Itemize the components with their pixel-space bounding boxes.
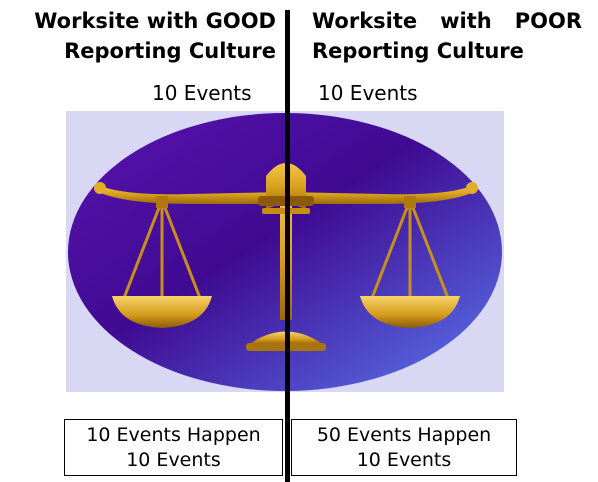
center-divider xyxy=(285,10,290,482)
poor-result-box: 50 Events Happen 10 Events xyxy=(291,419,517,476)
poor-reported-count: 10 Events xyxy=(318,81,418,105)
poor-heading-line1: Worksite with POOR xyxy=(312,9,582,33)
good-result-box: 10 Events Happen 10 Events xyxy=(64,419,283,476)
good-reported-count: 10 Events xyxy=(152,81,252,105)
good-heading-line2: Reporting Culture xyxy=(64,39,276,63)
good-events-happen: 10 Events Happen xyxy=(86,424,261,446)
good-heading-line1: Worksite with GOOD xyxy=(34,9,276,33)
poor-heading-line2: Reporting Culture xyxy=(312,39,524,63)
poor-worksite-heading: Worksite with POOR Reporting Culture xyxy=(312,6,582,66)
good-events-reported: 10 Events xyxy=(126,449,221,471)
poor-events-happen: 50 Events Happen xyxy=(316,424,492,446)
poor-events-reported: 10 Events xyxy=(356,449,452,471)
good-worksite-heading: Worksite with GOOD Reporting Culture xyxy=(6,6,276,66)
